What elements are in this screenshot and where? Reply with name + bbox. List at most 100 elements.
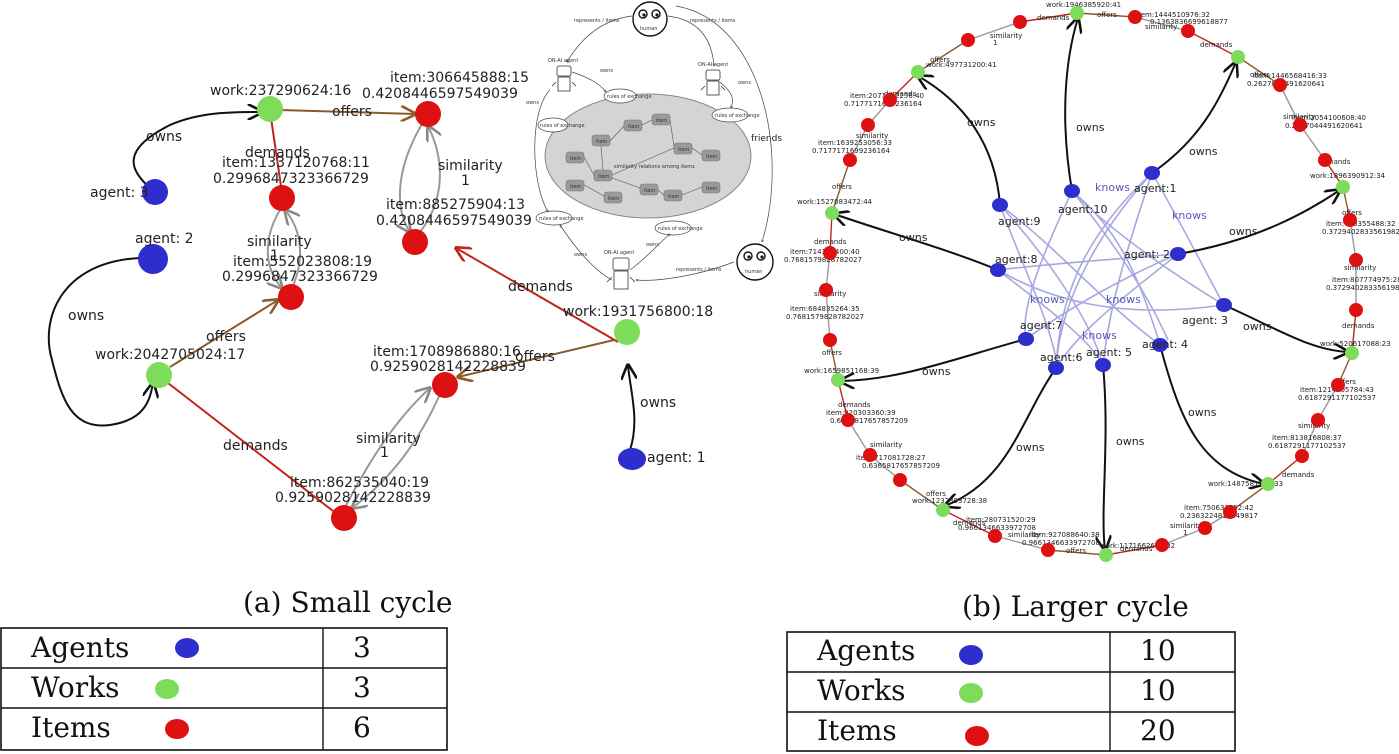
knows-label-4: knows: [1106, 293, 1141, 306]
graph-b-ring-edge-labels: demands offers similarity 1 similarity d…: [814, 11, 1376, 555]
b-item-node: [1273, 78, 1287, 92]
b-ring-label-demands-2: demands: [1200, 41, 1233, 49]
value-item-862535040: 0.9259028142228839: [275, 490, 431, 506]
edge-owns-agent10: [1064, 18, 1078, 192]
svg-text:owns: owns: [646, 242, 659, 248]
edge-offers-w193-i170: [458, 339, 615, 377]
legend-b-count-works: 10: [1140, 674, 1176, 707]
svg-text:owns: owns: [738, 80, 751, 86]
b-item-node: [1181, 24, 1195, 38]
value-item-1708986880: 0.9259028142228839: [370, 359, 526, 375]
b-agent-label-4: agent: 4: [1142, 338, 1188, 351]
node-item-885275904: [402, 229, 428, 255]
b-ring-label-similarity-2: similarity: [1145, 23, 1177, 31]
edge-label-offers-1: offers: [332, 104, 372, 120]
edge-label-similarity-1-value: 1: [461, 173, 470, 189]
b-ring-label-15: 0.3729402833561982: [1322, 228, 1399, 236]
b-ring-label-10: item:1639253056:33: [818, 139, 892, 147]
edge-demands-w193-i885: [456, 248, 619, 343]
b-ring-label-17: 0.7681579828782027: [784, 256, 862, 264]
legend-a-label-works: Works: [31, 671, 119, 704]
b-work-node: [1345, 346, 1359, 360]
b-ring-label-similarity-5: similarity: [1298, 422, 1330, 430]
b-agent-7: [1018, 332, 1034, 346]
b-item-node: [1013, 15, 1027, 29]
legend-b-label-items: Items: [817, 714, 897, 747]
inset-item-boxes: [565, 113, 721, 204]
svg-text:human: human: [640, 26, 657, 32]
node-work-237290624: [257, 96, 283, 122]
edge-label-offers-3: offers: [515, 349, 555, 365]
edge-similarity-i133-i552-b: [285, 210, 302, 289]
b-ring-label-similarity-4: similarity: [1344, 264, 1376, 272]
b-agent-label-6: agent:6: [1040, 351, 1082, 364]
b-owns-label-2: owns: [1189, 145, 1218, 158]
svg-text:owns: owns: [574, 252, 587, 258]
b-ring-label-offers-8: offers: [832, 183, 852, 191]
graph-b-agent-nodes: [990, 166, 1232, 375]
b-owns-label-9: owns: [1116, 435, 1145, 448]
b-ring-label-demands-3: demands: [1318, 158, 1351, 166]
edge-owns-agent2: [1177, 190, 1340, 255]
b-agent-label-3: agent: 3: [1182, 314, 1228, 327]
svg-text:ON-AI agent: ON-AI agent: [548, 58, 578, 64]
edge-owns-ag1-w193: [628, 365, 634, 451]
svg-text:item: item: [598, 174, 609, 180]
legend-table-a: Agents 3 Works 3 Items 6: [0, 627, 448, 751]
b-item-node: [1041, 543, 1055, 557]
legend-a-count-items: 6: [353, 711, 371, 744]
edge-similarity-i862-i170-b: [352, 393, 441, 508]
edge-offers-w204-i552: [169, 300, 278, 368]
b-ring-label-33: work:1232393728:38: [912, 497, 987, 505]
b-ring-label-30: item:717081728:27: [856, 454, 926, 462]
edge-owns-agent4: [1159, 344, 1264, 484]
label-item-862535040: item:862535040:19: [290, 475, 429, 491]
svg-text:item: item: [668, 194, 679, 200]
graph-a-nodes: [138, 96, 646, 531]
svg-text:represents / items: represents / items: [690, 18, 736, 24]
inset-rules-labels: rules of exchange rules of exchange rule…: [539, 94, 760, 232]
b-ring-label-similarity-6: similarity: [1170, 522, 1202, 530]
graph-b-agent-labels: agent:1 agent: 2 agent: 3 agent: 4 agent…: [995, 182, 1228, 364]
edge-owns-ag2-w204: [47, 257, 153, 427]
node-work-2042705024: [146, 362, 172, 388]
b-ring-label-35: 0.2363224812849817: [1180, 512, 1258, 520]
edge-label-owns-3: owns: [640, 395, 676, 411]
legend-b-label-agents: Agents: [816, 634, 915, 667]
b-ring-label-1: item:1444510976:32: [1136, 11, 1210, 19]
panel-larger-cycle: knows knows knows knows knows: [784, 1, 1399, 562]
svg-text:represents / items: represents / items: [574, 18, 620, 24]
b-ring-label-34: item:750631552:42: [1184, 504, 1254, 512]
b-item-node: [1343, 213, 1357, 227]
label-work-2042705024: work:2042705024:17: [95, 347, 245, 363]
b-ring-label-31: 0.6365817657857209: [862, 462, 940, 470]
b-item-node: [1155, 538, 1169, 552]
graph-b-edge-labels: owns owns owns owns owns owns owns owns …: [899, 116, 1272, 454]
legend-a-count-works: 3: [353, 671, 371, 704]
edge-owns-agent1: [1151, 62, 1236, 174]
b-item-node: [1311, 413, 1325, 427]
caption-a: (a) Small cycle: [243, 586, 452, 619]
svg-text:ON-AI agent: ON-AI agent: [604, 250, 634, 256]
node-item-1337120768: [269, 185, 295, 211]
edge-similarity-i862-i170-a: [344, 388, 430, 508]
node-work-1931756800: [614, 319, 640, 345]
b-ring-label-2: 0.1363836699618877: [1150, 18, 1228, 26]
b-agent-4: [1152, 338, 1168, 352]
b-agent-label-10: agent:10: [1058, 203, 1107, 216]
svg-text:item: item: [678, 147, 689, 153]
edge-owns-agent6: [945, 367, 1057, 506]
b-work-node: [936, 503, 950, 517]
b-ring-label-9: 0.2627044491620641: [1285, 122, 1363, 130]
edge-demands-w237-i133: [270, 117, 282, 187]
b-agent-label-2: agent: 2: [1124, 248, 1170, 261]
b-ring-label-27: 0.6365817657857209: [830, 417, 908, 425]
knows-label-1: knows: [1095, 181, 1130, 194]
b-ring-label-demands-8: demands: [838, 401, 871, 409]
b-agent-3: [1216, 298, 1232, 312]
edge-label-similarity-2-value: 1: [270, 248, 279, 264]
edge-owns-agent9: [918, 76, 1001, 206]
b-owns-label-6: owns: [1243, 320, 1272, 333]
b-ring-label-simval-1: 1: [993, 39, 997, 47]
b-ring-label-26: item:920303360:39: [826, 409, 896, 417]
